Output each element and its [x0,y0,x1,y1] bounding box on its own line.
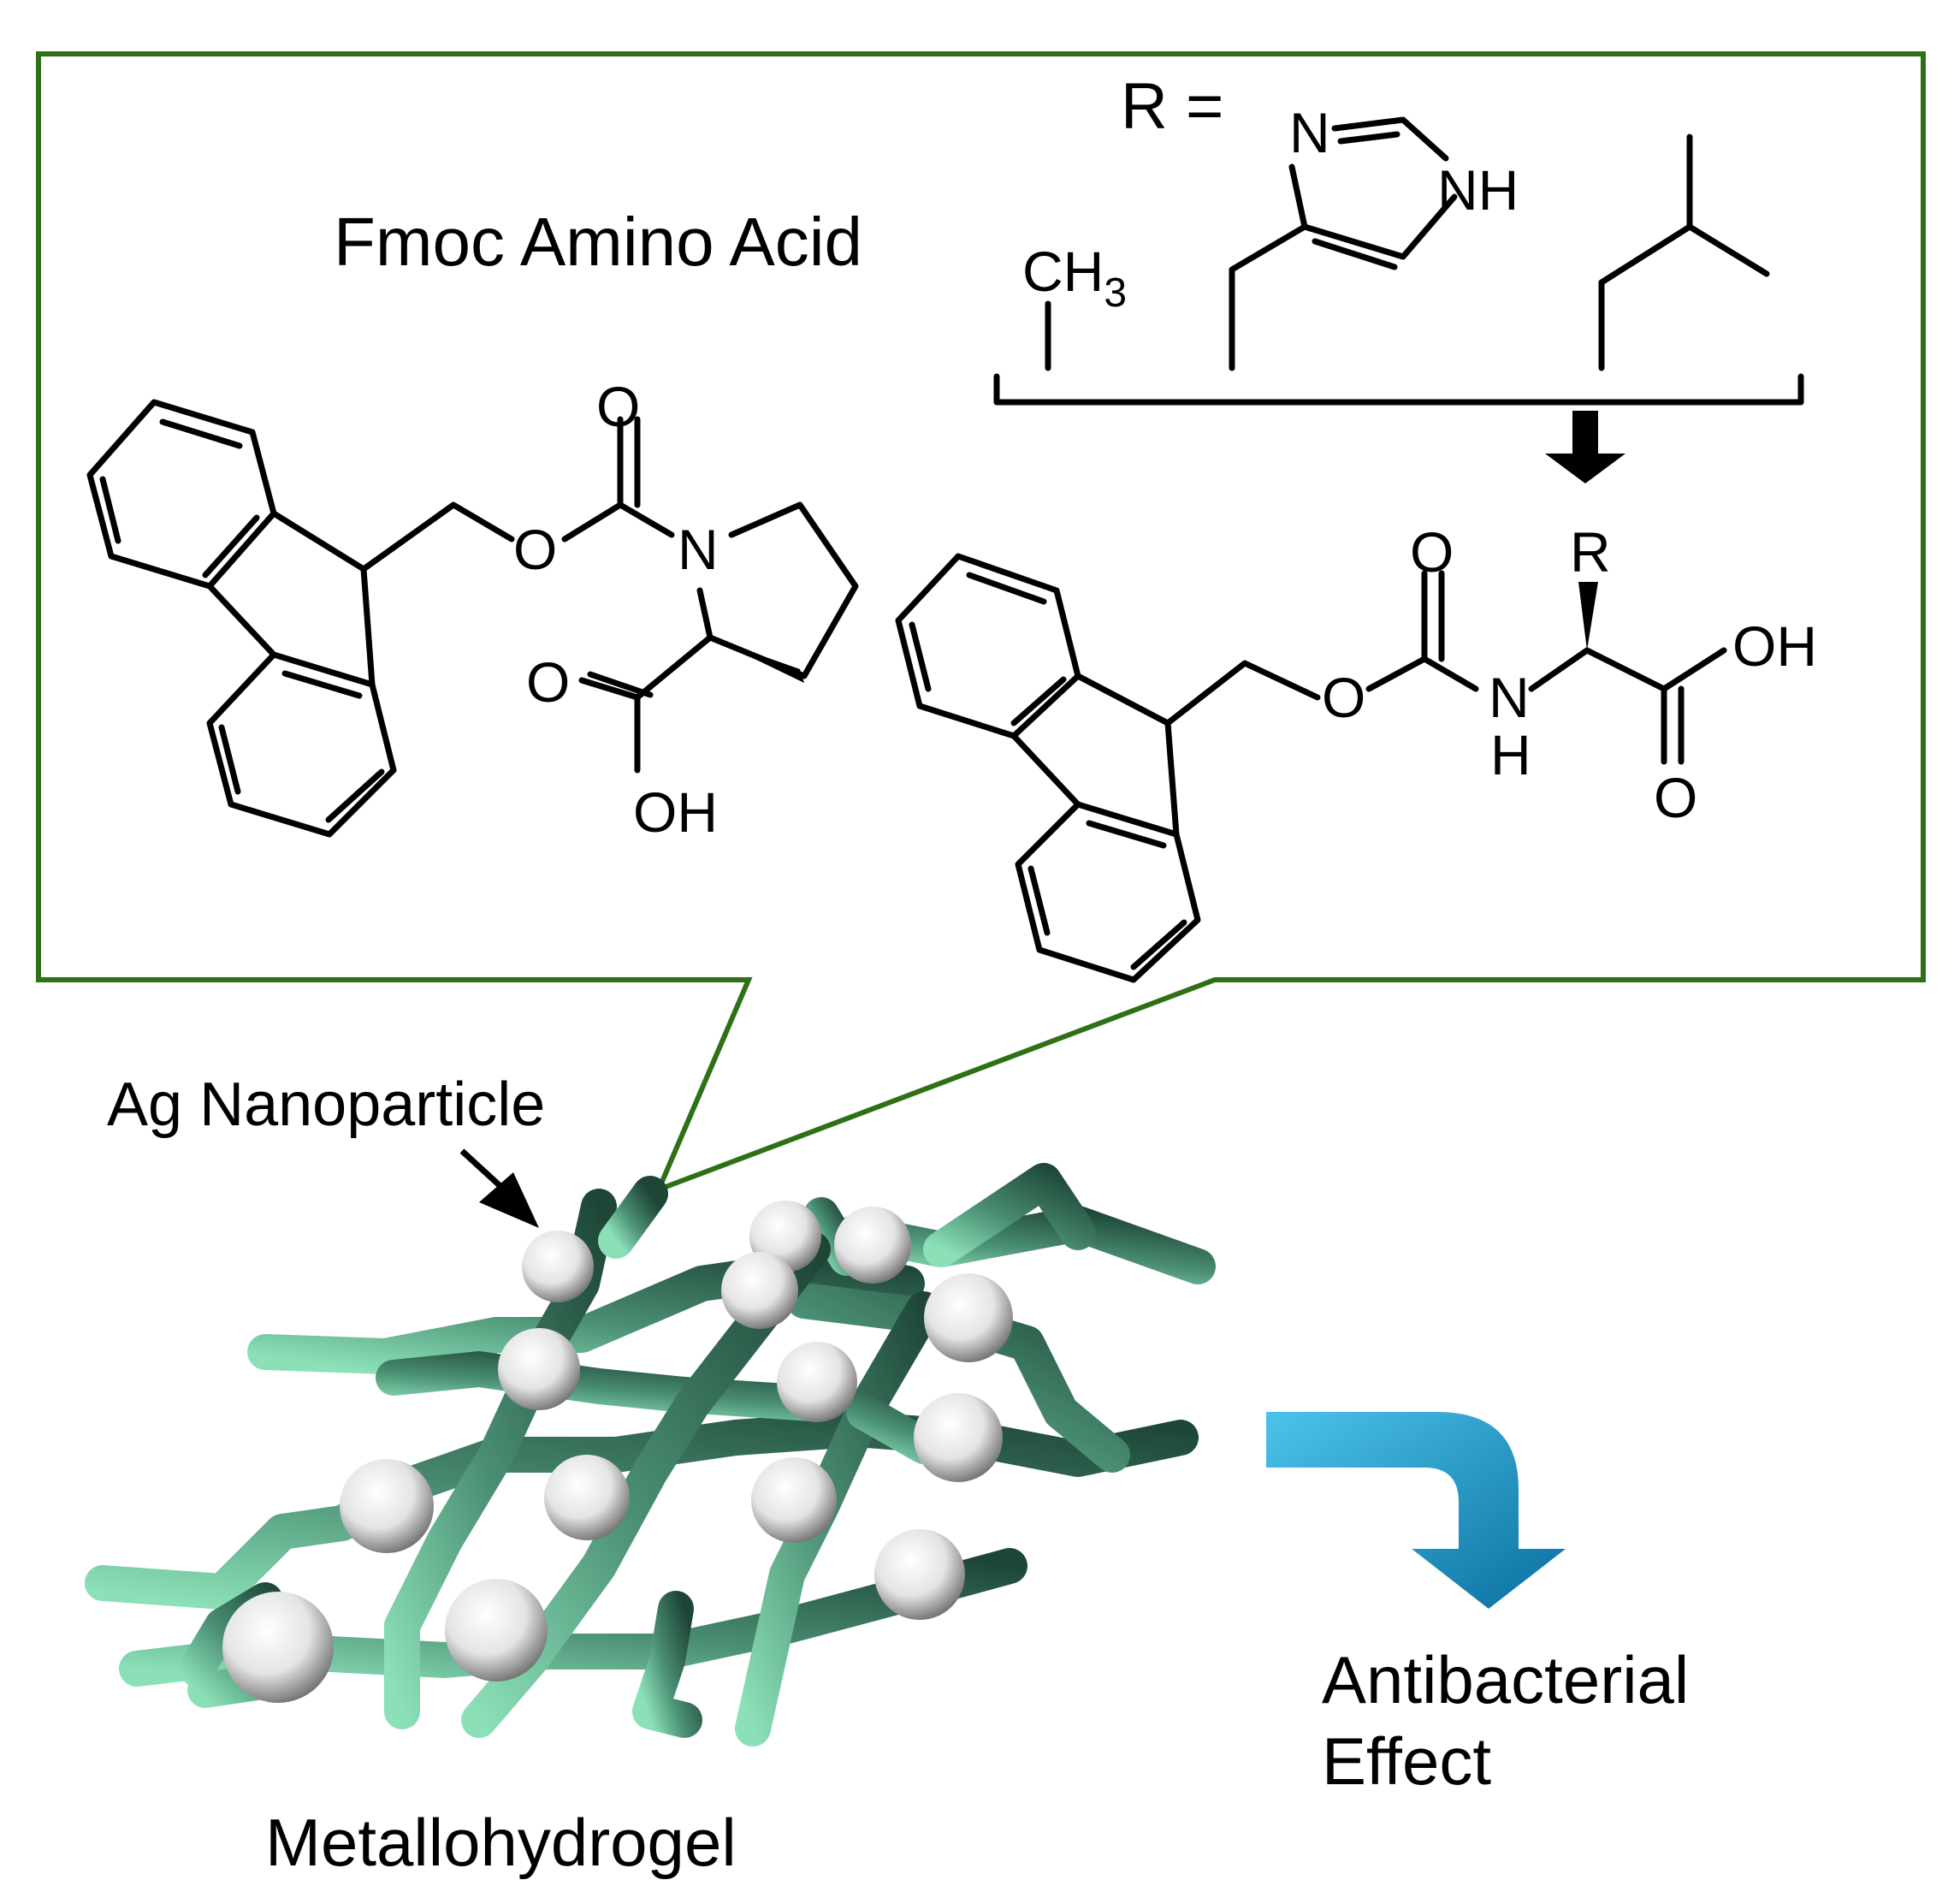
pro-n: N [678,518,719,581]
r-substitution-arrow [1545,411,1625,483]
pro-oh: OH [633,780,718,844]
pro-acid-o: O [526,650,570,714]
nanoparticle [874,1529,965,1620]
imidazole-substituent: N NH [1229,101,1519,371]
nanoparticle [914,1393,1003,1482]
gen-nh-h: H [1490,723,1531,786]
metallohydrogel-label: Metallohydrogel [265,1805,737,1880]
nanoparticle [777,1342,857,1422]
fmoc-generic-structure: O O N H R OH O [895,520,1817,983]
fmoc-title: Fmoc Amino Acid [334,204,862,280]
gen-carbonyl-o: O [1410,520,1454,584]
imidazole-n-label: N [1289,101,1330,164]
gen-r: R [1570,520,1611,584]
gen-oh: OH [1732,614,1817,678]
gen-ester-o: O [1322,666,1365,729]
fmoc-proline-structure: O O N O OH [86,375,859,844]
nanoparticle-pointer-head [479,1172,539,1228]
methyl-subscript: 3 [1104,270,1127,316]
r-group-bracket [993,373,1804,406]
pro-ester-o: O [513,518,557,581]
nanoparticle [834,1207,911,1284]
svg-text:CH3: CH3 [1022,240,1127,316]
nanoparticle [340,1459,434,1553]
nanoparticle [544,1455,630,1540]
methyl-ch-text: CH [1022,240,1104,303]
nanoparticle [498,1328,580,1410]
antibacterial-label: Antibacterial [1322,1642,1689,1717]
nanoparticle [751,1457,837,1543]
antibacterial-arrow [1266,1412,1566,1609]
nanoparticle [445,1579,548,1681]
nanoparticle [522,1231,594,1302]
nanoparticle [721,1252,798,1329]
pro-carbonyl-o: O [596,375,640,438]
r-equals-label: R = [1121,70,1223,143]
silver-nanoparticles [222,1201,1013,1703]
imidazole-nh-label: NH [1437,158,1519,222]
gen-acid-o: O [1654,766,1697,829]
isobutyl-substituent [1598,133,1770,371]
gen-nh-n: N [1489,666,1530,729]
nanoparticle [924,1273,1013,1362]
methyl-substituent: CH3 [1022,240,1127,371]
ag-nanoparticle-label: Ag Nanoparticle [107,1071,545,1139]
callout-border [36,51,1926,1195]
effect-label: Effect [1322,1723,1491,1799]
nanoparticle [222,1592,334,1703]
